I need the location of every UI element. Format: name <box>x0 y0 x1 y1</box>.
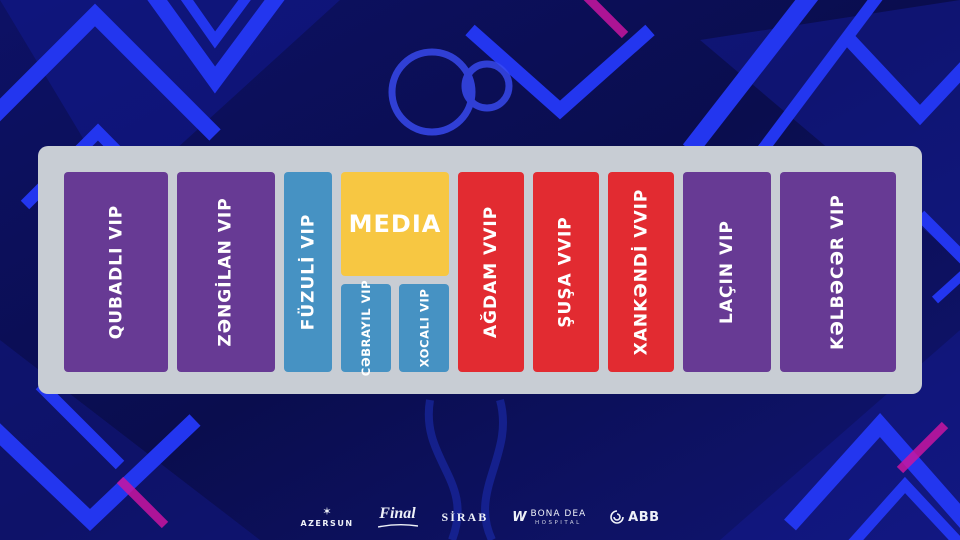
sponsor-abb: ABB <box>610 510 659 525</box>
bonadea-mark-icon: W <box>512 509 527 525</box>
section-lacin-vip: LAÇIN VIP <box>683 172 771 372</box>
section-qubadli-vip: QUBADLI VIP <box>64 172 168 372</box>
sirab-name: SİRAB <box>441 509 489 524</box>
section-label-zengilan: ZƏNGİLAN VIP <box>216 197 237 347</box>
sponsor-bonadea: W BONA DEA HOSPITAL <box>512 509 586 526</box>
section-kelbecer-vip: KƏLBƏCƏR VIP <box>780 172 896 372</box>
section-label-susa: ŞUŞA VVIP <box>556 216 576 328</box>
sponsor-bar: ✶ AZERSUN Final SİRAB W BONA DEA HOSPITA… <box>0 506 960 528</box>
abb-name: ABB <box>628 509 660 525</box>
section-label-kelbecer: KƏLBƏCƏR VIP <box>828 194 849 350</box>
bonadea-text: BONA DEA HOSPITAL <box>531 509 587 526</box>
azersun-emblem-icon: ✶ <box>322 504 332 518</box>
section-susa-vvip: ŞUŞA VVIP <box>533 172 599 372</box>
section-label-xocali: XOCALI VIP <box>417 288 432 368</box>
section-label-lacin: LAÇIN VIP <box>717 220 738 324</box>
media-label: MEDIA <box>348 210 442 238</box>
section-cebrayil-vip: CƏBRAYIL VIP <box>341 280 391 376</box>
seating-band: QUBADLI VIP ZƏNGİLAN VIP FÜZULİ VIP MEDI… <box>38 146 922 394</box>
sponsor-sirab: SİRAB <box>442 510 489 525</box>
media-subsections: CƏBRAYIL VIP XOCALI VIP <box>341 280 449 376</box>
section-xankendi-vvip: XANKƏNDİ VVIP <box>608 172 674 372</box>
sponsor-azersun: ✶ AZERSUN <box>300 504 354 528</box>
section-xocali-vip: XOCALI VIP <box>399 284 449 372</box>
section-label-cebrayil: CƏBRAYIL VIP <box>359 279 373 377</box>
section-zengilan-vip: ZƏNGİLAN VIP <box>177 172 275 372</box>
section-label-fuzuli: FÜZULİ VIP <box>298 213 319 331</box>
section-label-agdam: AĞDAM VVIP <box>481 205 501 339</box>
section-agdam-vvip: AĞDAM VVIP <box>458 172 524 372</box>
bonadea-name: BONA DEA <box>530 508 587 519</box>
section-media: MEDIA <box>341 172 449 276</box>
section-label-xankendi: XANKƏNDİ VVIP <box>631 188 651 356</box>
sponsor-final: Final <box>377 505 418 528</box>
abb-swirl-icon <box>610 510 624 524</box>
section-fuzuli-vip: FÜZULİ VIP <box>284 172 332 372</box>
media-column: MEDIA CƏBRAYIL VIP XOCALI VIP <box>341 172 449 376</box>
azersun-name: AZERSUN <box>300 518 354 528</box>
final-name: Final <box>379 505 416 522</box>
final-swoosh-icon <box>377 524 418 528</box>
bonadea-subtitle: HOSPITAL <box>535 519 582 526</box>
section-label-qubadli: QUBADLI VIP <box>106 204 126 340</box>
